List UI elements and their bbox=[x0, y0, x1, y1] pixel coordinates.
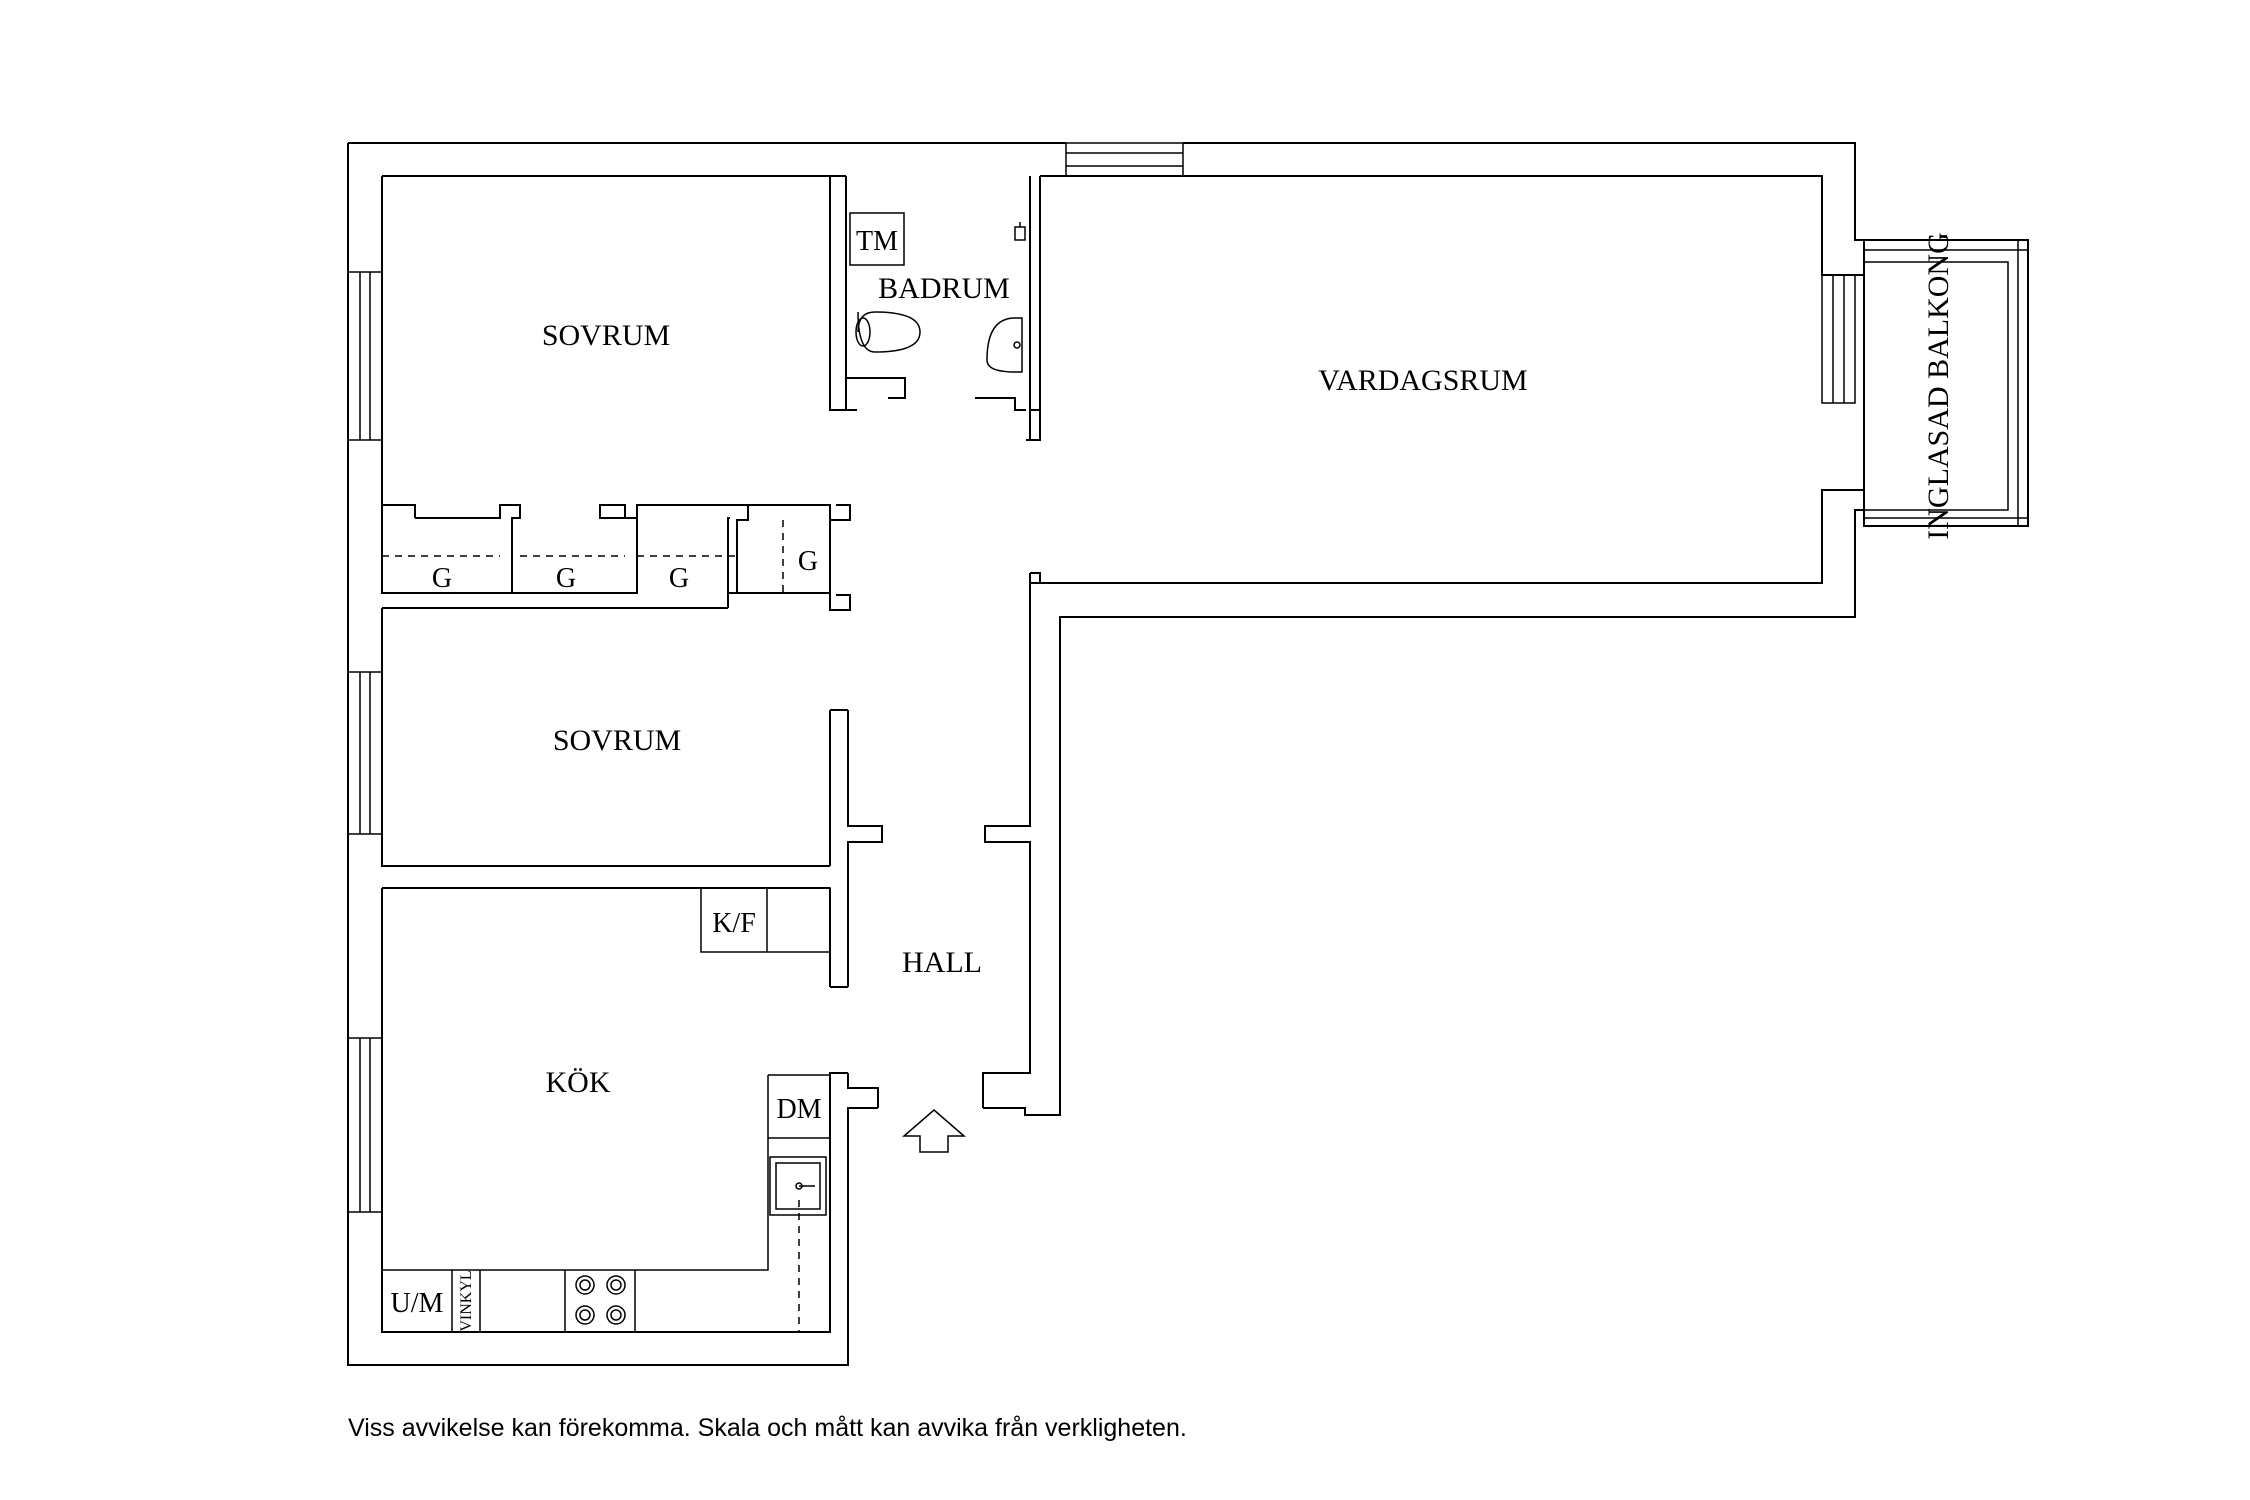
balcony-outline bbox=[1863, 239, 2029, 527]
closet-label: G bbox=[669, 563, 689, 594]
room-label-sovrum-2: SOVRUM bbox=[553, 724, 681, 757]
fixture-label-um: U/M bbox=[391, 1288, 444, 1319]
fixture-label-kf: K/F bbox=[712, 908, 756, 939]
room-label-badrum: BADRUM bbox=[878, 272, 1010, 305]
room-label-vardagsrum: VARDAGSRUM bbox=[1318, 364, 1528, 397]
closet-label: G bbox=[798, 546, 818, 577]
bathroom-fixtures bbox=[849, 212, 1026, 373]
room-label-sovrum-1: SOVRUM bbox=[542, 319, 670, 352]
room-label-balkong: INGLASAD BALKONG bbox=[1922, 232, 1955, 540]
closet-label: G bbox=[432, 563, 452, 594]
fixture-label-dm: DM bbox=[776, 1094, 821, 1125]
room-label-kok: KÖK bbox=[546, 1066, 611, 1099]
hall-walls bbox=[382, 573, 1040, 1108]
room-label-hall: HALL bbox=[902, 946, 982, 979]
fixture-label-tm: TM bbox=[856, 226, 898, 257]
windows bbox=[347, 142, 1856, 1213]
wardrobe-walls bbox=[381, 504, 851, 611]
fixture-label-vinkyl: VINKYL bbox=[458, 1270, 475, 1331]
kitchen-fixtures bbox=[382, 887, 831, 1332]
bathroom-walls bbox=[830, 175, 1041, 441]
closet-label: G bbox=[556, 563, 576, 594]
entrance-arrow-icon bbox=[901, 1109, 967, 1153]
disclaimer-text: Viss avvikelse kan förekomma. Skala och … bbox=[348, 1414, 1187, 1442]
